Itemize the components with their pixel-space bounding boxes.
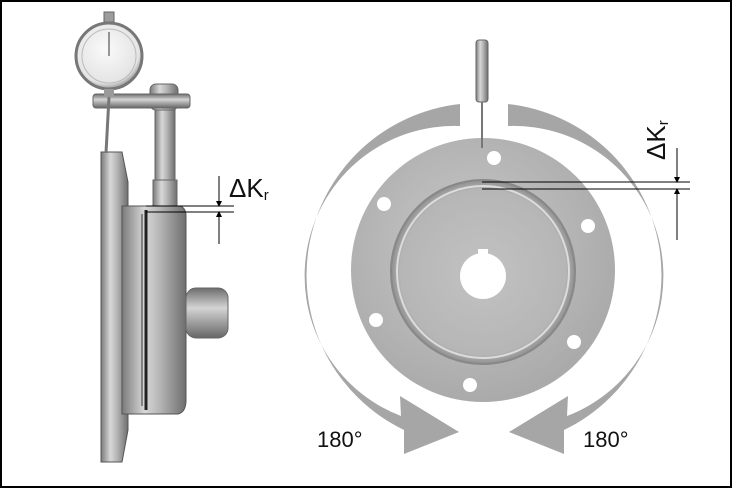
keyway — [478, 249, 488, 257]
shaft — [185, 287, 229, 339]
rotation-label-left: 180° — [317, 427, 363, 452]
bolt-hole — [369, 313, 383, 327]
side-view — [74, 11, 234, 463]
bolt-hole — [463, 378, 477, 392]
runout-label-right: ΔKr — [641, 120, 672, 160]
bolt-hole — [581, 219, 595, 233]
runout-label-left: ΔKr — [229, 173, 269, 204]
bore-hole — [460, 253, 506, 299]
bolt-hole — [487, 151, 501, 165]
gauge-stem — [104, 96, 111, 154]
probe-holder — [475, 39, 489, 103]
front-view — [304, 39, 690, 454]
bolt-hole — [567, 335, 581, 349]
rotation-label-right: 180° — [583, 427, 629, 452]
flange — [100, 151, 129, 463]
stand-arm — [92, 93, 191, 109]
bolt-hole — [377, 197, 391, 211]
brake-disc — [121, 205, 187, 415]
